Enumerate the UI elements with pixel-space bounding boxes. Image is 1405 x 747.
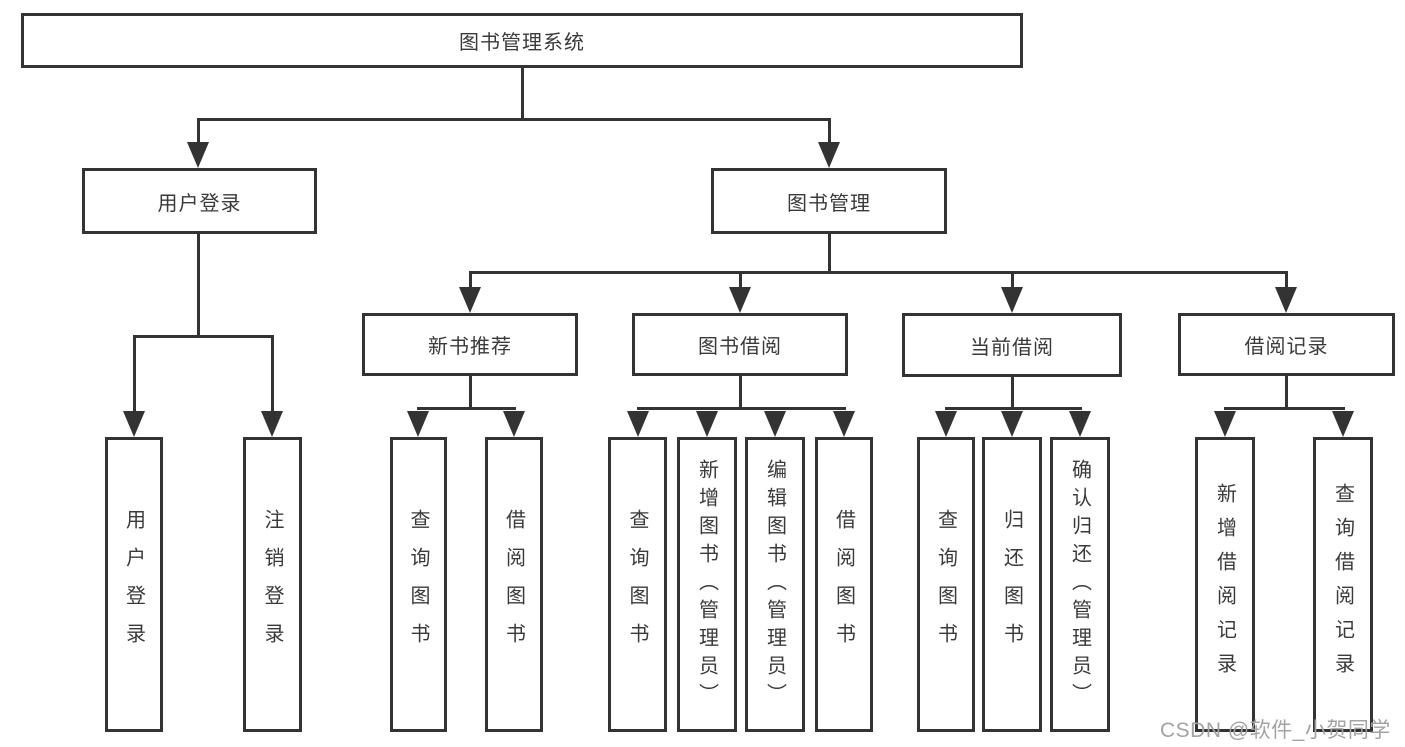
- connector-to-new-book-recommendation: [469, 271, 472, 289]
- connector-to-current-borrowing: [1011, 271, 1014, 289]
- leaf-borrow-books-recommend-label: 借阅图书: [502, 508, 525, 661]
- connector-current-borrowing-rail: [945, 407, 1082, 410]
- leaf-query-books-current-label: 查询图书: [934, 508, 957, 661]
- connector-book-borrowing-stem: [739, 376, 742, 410]
- leaf-query-books-borrowing: 查询图书: [608, 437, 667, 732]
- node-new-book-recommendation-label: 新书推荐: [428, 336, 512, 358]
- leaf-confirm-return-admin-label: 确认归还（管理员）: [1068, 458, 1091, 711]
- node-new-book-recommendation: 新书推荐: [362, 313, 578, 376]
- node-book-borrowing: 图书借阅: [632, 313, 848, 376]
- leaf-return-books-label: 归还图书: [1000, 508, 1023, 661]
- arrowhead-query-books-recommend-icon: [407, 411, 429, 437]
- arrowhead-query-borrow-record-icon: [1332, 411, 1354, 437]
- connector-book-borrowing-leaf-rail: [637, 407, 846, 410]
- leaf-add-borrow-record: 新增借阅记录: [1195, 437, 1255, 732]
- leaf-query-borrow-record-label: 查询借阅记录: [1331, 482, 1354, 687]
- arrowhead-borrow-books-borrowing-icon: [833, 411, 855, 437]
- connector-to-leaf-logout: [271, 335, 274, 413]
- leaf-user-login-label: 用户登录: [122, 508, 145, 661]
- arrowhead-confirm-return-admin-icon: [1069, 411, 1091, 437]
- arrowhead-add-borrow-record-icon: [1214, 411, 1236, 437]
- node-user-login-label: 用户登录: [157, 192, 242, 215]
- leaf-borrow-books-recommend: 借阅图书: [485, 437, 543, 732]
- leaf-add-books-admin: 新增图书（管理员）: [677, 437, 737, 732]
- node-current-borrowing: 当前借阅: [902, 313, 1122, 377]
- arrowhead-borrowing-records-icon: [1275, 287, 1297, 313]
- leaf-logout: 注销登录: [243, 437, 302, 732]
- leaf-borrow-books-borrowing: 借阅图书: [815, 437, 873, 732]
- leaf-query-books-recommend-label: 查询图书: [407, 508, 429, 661]
- connector-root-rail: [197, 118, 831, 121]
- arrowhead-user-login-icon: [187, 142, 209, 168]
- leaf-borrow-books-borrowing-label: 借阅图书: [832, 508, 855, 661]
- leaf-confirm-return-admin: 确认归还（管理员）: [1050, 437, 1110, 732]
- arrowhead-add-books-admin-icon: [696, 411, 718, 437]
- leaf-return-books: 归还图书: [982, 437, 1042, 732]
- node-book-borrowing-label: 图书借阅: [698, 336, 782, 358]
- connector-user-login-stem: [197, 234, 200, 337]
- connector-book-management-rail: [469, 271, 1288, 274]
- leaf-user-login: 用户登录: [105, 437, 163, 732]
- leaf-query-books-borrowing-label: 查询图书: [626, 508, 648, 661]
- arrowhead-leaf-logout-icon: [261, 411, 283, 437]
- arrowhead-return-books-icon: [1001, 411, 1023, 437]
- arrowhead-new-book-recommendation-icon: [459, 287, 481, 313]
- node-book-management-label: 图书管理: [787, 192, 871, 215]
- connector-to-book-borrowing: [739, 271, 742, 289]
- csdn-watermark: CSDN @软件_小贺同学: [1160, 719, 1391, 742]
- connector-root-to-user-login: [197, 118, 200, 148]
- arrowhead-current-borrowing-icon: [1001, 287, 1023, 313]
- leaf-add-books-admin-label: 新增图书（管理员）: [695, 458, 718, 711]
- leaf-query-books-recommend: 查询图书: [390, 437, 447, 732]
- node-current-borrowing-label: 当前借阅: [970, 336, 1054, 359]
- arrowhead-query-books-borrowing-icon: [627, 411, 649, 437]
- node-borrowing-records: 借阅记录: [1178, 313, 1395, 376]
- leaf-query-borrow-record: 查询借阅记录: [1313, 437, 1373, 732]
- arrowhead-book-management-icon: [818, 142, 840, 168]
- arrowhead-borrow-books-recommend-icon: [503, 411, 525, 437]
- leaf-logout-label: 注销登录: [261, 508, 283, 661]
- connector-borrowing-records-rail: [1224, 407, 1345, 410]
- node-borrowing-records-label: 借阅记录: [1244, 336, 1329, 358]
- leaf-edit-books-admin: 编辑图书（管理员）: [745, 437, 805, 732]
- connector-new-book-stem: [469, 376, 472, 410]
- leaf-query-books-current: 查询图书: [917, 437, 975, 732]
- connector-new-book-rail: [417, 407, 516, 410]
- connector-user-login-rail: [133, 335, 274, 338]
- arrowhead-book-borrowing-icon: [729, 287, 751, 313]
- arrowhead-edit-books-admin-icon: [764, 411, 786, 437]
- connector-to-borrowing-records: [1285, 271, 1288, 289]
- connector-root-to-book-management: [828, 118, 831, 148]
- connector-to-leaf-user-login: [133, 335, 136, 413]
- node-root-label: 图书管理系统: [459, 32, 585, 54]
- node-user-login: 用户登录: [82, 168, 317, 234]
- arrowhead-leaf-user-login-icon: [123, 411, 145, 437]
- connector-current-borrowing-stem: [1011, 377, 1014, 410]
- connector-book-management-stem: [828, 232, 831, 274]
- leaf-add-borrow-record-label: 新增借阅记录: [1213, 482, 1236, 687]
- arrowhead-query-books-current-icon: [935, 411, 957, 437]
- node-book-management: 图书管理: [711, 168, 947, 234]
- leaf-edit-books-admin-label: 编辑图书（管理员）: [763, 458, 786, 711]
- node-root-system: 图书管理系统: [21, 13, 1023, 68]
- connector-borrowing-records-stem: [1285, 376, 1288, 410]
- connector-root-stem: [521, 66, 524, 118]
